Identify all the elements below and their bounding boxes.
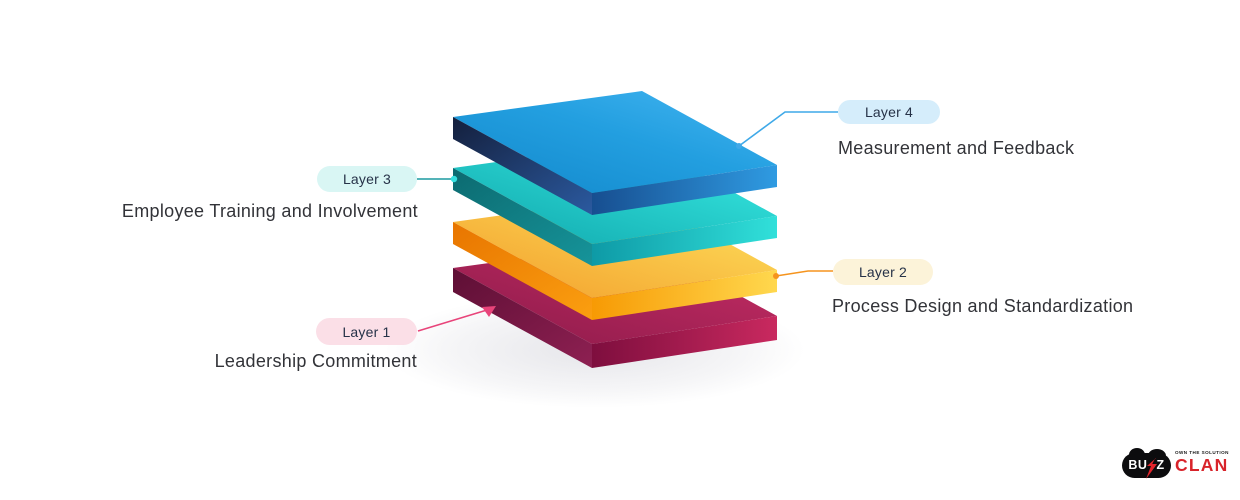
layer-4-slab (453, 91, 777, 215)
layer-3-connector (417, 175, 458, 183)
layer-3-label: Employee Training and Involvement (121, 201, 418, 221)
layer-1-badge: Layer 1 (316, 318, 417, 345)
layer-1-connector (417, 306, 496, 332)
logo-right-block: OWN THE SOLUTION CLAN (1175, 450, 1229, 474)
layer-2-badge: Layer 2 (833, 259, 933, 285)
layer-2-label: Process Design and Standardization (832, 296, 1134, 316)
logo-text-z: Z (1156, 458, 1165, 473)
layer-4-badge: Layer 4 (838, 100, 940, 124)
layer-1-label: Leadership Commitment (214, 351, 417, 371)
logo-text-bu: BU (1128, 458, 1148, 473)
lightning-bolt-icon (1146, 457, 1158, 479)
logo-cloud: BU Z (1122, 448, 1171, 479)
layer-4-label: Measurement and Feedback (838, 138, 1075, 158)
layer-2-connector (773, 270, 833, 279)
layer-4-connector (736, 111, 838, 149)
logo-text-clan: CLAN (1175, 455, 1229, 475)
buzzclan-logo: BU Z OWN THE SOLUTION CLAN (1122, 447, 1230, 491)
logo-tagline: OWN THE SOLUTION (1175, 450, 1229, 455)
layer-3-badge: Layer 3 (317, 166, 417, 192)
